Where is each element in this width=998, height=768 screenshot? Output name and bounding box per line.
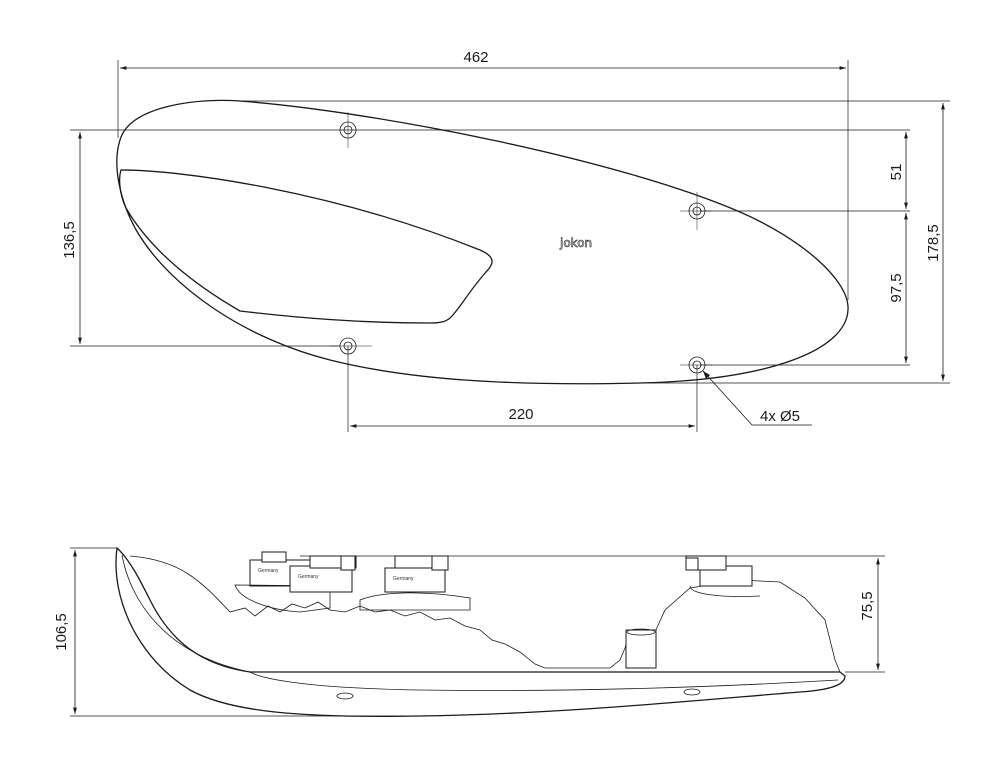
svg-text:Germany: Germany [393,576,414,582]
dim-side-height-partial: 75,5 [859,558,880,670]
svg-text:51: 51 [888,164,905,181]
holes-note-leader: 4x Ø5 [702,370,812,426]
svg-text:75,5: 75,5 [859,591,876,620]
top-view: jokon [61,49,950,432]
svg-text:462: 462 [463,49,488,66]
dim-hole-span-vertical: 136,5 [61,132,82,344]
svg-text:Germany: Germany [258,568,279,574]
dim-side-height: 106,5 [53,550,77,714]
svg-text:136,5: 136,5 [61,221,78,259]
svg-text:Germany: Germany [298,574,319,580]
dim-offset-lower: 97,5 [888,213,908,363]
dim-offset-upper: 51 [888,132,908,209]
connector-3: Germany [359,555,471,611]
side-view: Germany Germany Germany [53,546,885,718]
connector-2: Germany [289,555,357,593]
svg-text:220: 220 [508,406,533,423]
dim-overall-height: 178,5 [925,103,945,381]
dim-hole-spacing: 220 [350,406,695,428]
svg-text:178,5: 178,5 [925,224,942,262]
housing-outline-top [116,99,849,385]
connector-4 [685,555,761,597]
dim-overall-length: 462 [120,49,846,70]
jokon-logo: jokon [559,236,592,250]
small-socket [625,628,657,669]
svg-text:106,5: 106,5 [53,613,70,651]
svg-text:97,5: 97,5 [888,273,905,302]
housing-outline-side [115,546,846,718]
lens-window [119,169,493,324]
svg-text:4x Ø5: 4x Ø5 [760,408,800,425]
